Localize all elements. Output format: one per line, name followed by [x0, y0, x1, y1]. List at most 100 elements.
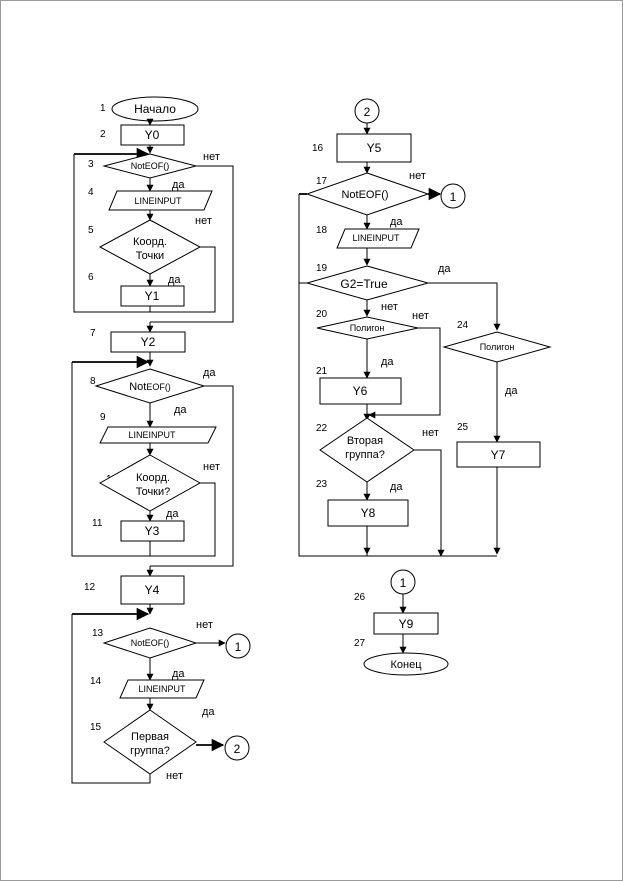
io-lineinput-14-label: LINEINPUT: [138, 684, 186, 694]
connector-1-17-label: 1: [450, 190, 457, 204]
no-label-5: нет: [195, 215, 212, 227]
step-number-9: 9: [100, 412, 106, 423]
process-y8: [327, 499, 409, 527]
decision-second-group-22-line2: группа?: [345, 449, 385, 461]
step-number-1: 1: [100, 103, 106, 114]
yes-label-8: да: [174, 404, 187, 416]
connector-1-13-label: 1: [235, 640, 242, 654]
step-number-7: 7: [90, 328, 96, 339]
step-number-27: 27: [354, 638, 366, 649]
decision-not-eof-8-label: NotEOF(): [129, 381, 171, 393]
process-y3: [120, 520, 185, 542]
process-y0-label: Y0: [145, 128, 160, 142]
no-branch-22: [414, 449, 445, 557]
yes-label-22: да: [390, 481, 403, 493]
step-number-2: 2: [100, 129, 106, 140]
process-y5: [336, 133, 412, 163]
process-y5-label: Y5: [367, 141, 382, 155]
step-number-8: 8: [90, 376, 96, 387]
step-number-14: 14: [90, 676, 102, 687]
connector-1-13: [225, 633, 251, 659]
decision-polygon-20-label: Полигон: [350, 323, 385, 333]
no-label-15: нет: [166, 770, 183, 782]
step-number-20: 20: [316, 309, 328, 320]
no-label-20: нет: [412, 310, 429, 322]
decision-polygon-24-label: Полигон: [480, 342, 515, 352]
step-number-13: 13: [92, 628, 104, 639]
yes-label-10: да: [166, 508, 179, 520]
step-number-11: 11: [92, 518, 103, 529]
decision-first-group-15: [103, 709, 197, 775]
no-label-17: нет: [409, 170, 426, 182]
step-number-16: 16: [312, 143, 324, 154]
yes-branch-19: [428, 282, 501, 331]
decision-not-eof-17-label: NotEOF(): [341, 189, 388, 201]
process-y8-label: Y8: [361, 506, 376, 520]
step-number-15: 15: [90, 722, 102, 733]
start-label: Начало: [134, 102, 176, 116]
process-y4: [120, 575, 185, 605]
yes-label-8-exit: да: [203, 367, 216, 379]
yes-label-20: да: [381, 356, 394, 368]
decision-first-group-15-line1: Первая: [131, 731, 169, 743]
yes-label-24: да: [505, 385, 518, 397]
decision-second-group-22-line1: Вторая: [347, 435, 383, 447]
start-terminator: [111, 96, 199, 122]
no-label-10: нет: [203, 461, 220, 473]
yes-label-13: да: [172, 668, 185, 680]
step-number-5: 5: [88, 225, 94, 236]
decision-coords-5-line1: Коорд.: [133, 236, 167, 248]
step-number-23: 23: [316, 479, 328, 490]
io-lineinput-18-label: LINEINPUT: [352, 233, 400, 243]
step-number-3: 3: [88, 159, 94, 170]
exit-branch-3: [150, 165, 234, 323]
step-number-18: 18: [316, 225, 328, 236]
decision-coords-10-line2: Точки?: [136, 486, 171, 498]
step-number-22: 22: [316, 423, 328, 434]
io-lineinput-18: [336, 228, 420, 249]
io-lineinput-14: [119, 679, 205, 699]
process-y2-label: Y2: [141, 335, 156, 349]
yes-label-5: да: [168, 274, 181, 286]
step-number-21: 21: [316, 366, 328, 377]
decision-not-eof-3-label: NotEOF(): [131, 161, 170, 171]
no-label-13: нет: [196, 619, 213, 631]
no-branch-10: [150, 482, 216, 557]
connector-2-top-label: 2: [364, 105, 371, 119]
decision-coords-10-line1: Коорд.: [136, 472, 170, 484]
decision-coords-5-line2: Точки: [136, 250, 164, 262]
exit-branch-8: [150, 385, 234, 567]
io-lineinput-9-label: LINEINPUT: [128, 430, 176, 440]
process-y7: [456, 441, 541, 468]
no-branch-20: [368, 327, 441, 419]
io-lineinput-4: [108, 190, 213, 211]
connector-1-17: [440, 183, 466, 209]
decision-g2-true-19-label: G2=True: [340, 277, 388, 291]
step-number-26: 26: [354, 592, 366, 603]
step-number-24: 24: [457, 320, 469, 331]
decision-not-eof-13-label: NotEOF(): [131, 638, 170, 648]
connector-2-15: [224, 735, 250, 761]
step-number-12: 12: [84, 582, 96, 593]
step-number-19: 19: [316, 263, 328, 274]
io-lineinput-9: [99, 426, 217, 444]
process-y4-label: Y4: [145, 583, 160, 597]
process-y1-label: Y1: [145, 289, 160, 303]
connector-1-bottom-label: 1: [400, 576, 407, 590]
process-y9-label: Y9: [399, 617, 414, 631]
step-number-25: 25: [457, 422, 469, 433]
end-terminator: [363, 652, 449, 676]
yes-label-17: да: [390, 216, 403, 228]
process-y7-label: Y7: [491, 448, 506, 462]
yes-label-3: да: [172, 179, 185, 191]
no-label-22: нет: [422, 427, 439, 439]
loop-return-2: [71, 362, 151, 557]
process-y6: [319, 377, 402, 405]
decision-first-group-15-line2: группа?: [130, 745, 170, 757]
connector-2-15-label: 2: [234, 742, 241, 756]
no-branch-5: [150, 246, 216, 313]
process-y2: [110, 331, 186, 353]
process-y1: [120, 285, 185, 307]
step-number-17: 17: [316, 176, 328, 187]
